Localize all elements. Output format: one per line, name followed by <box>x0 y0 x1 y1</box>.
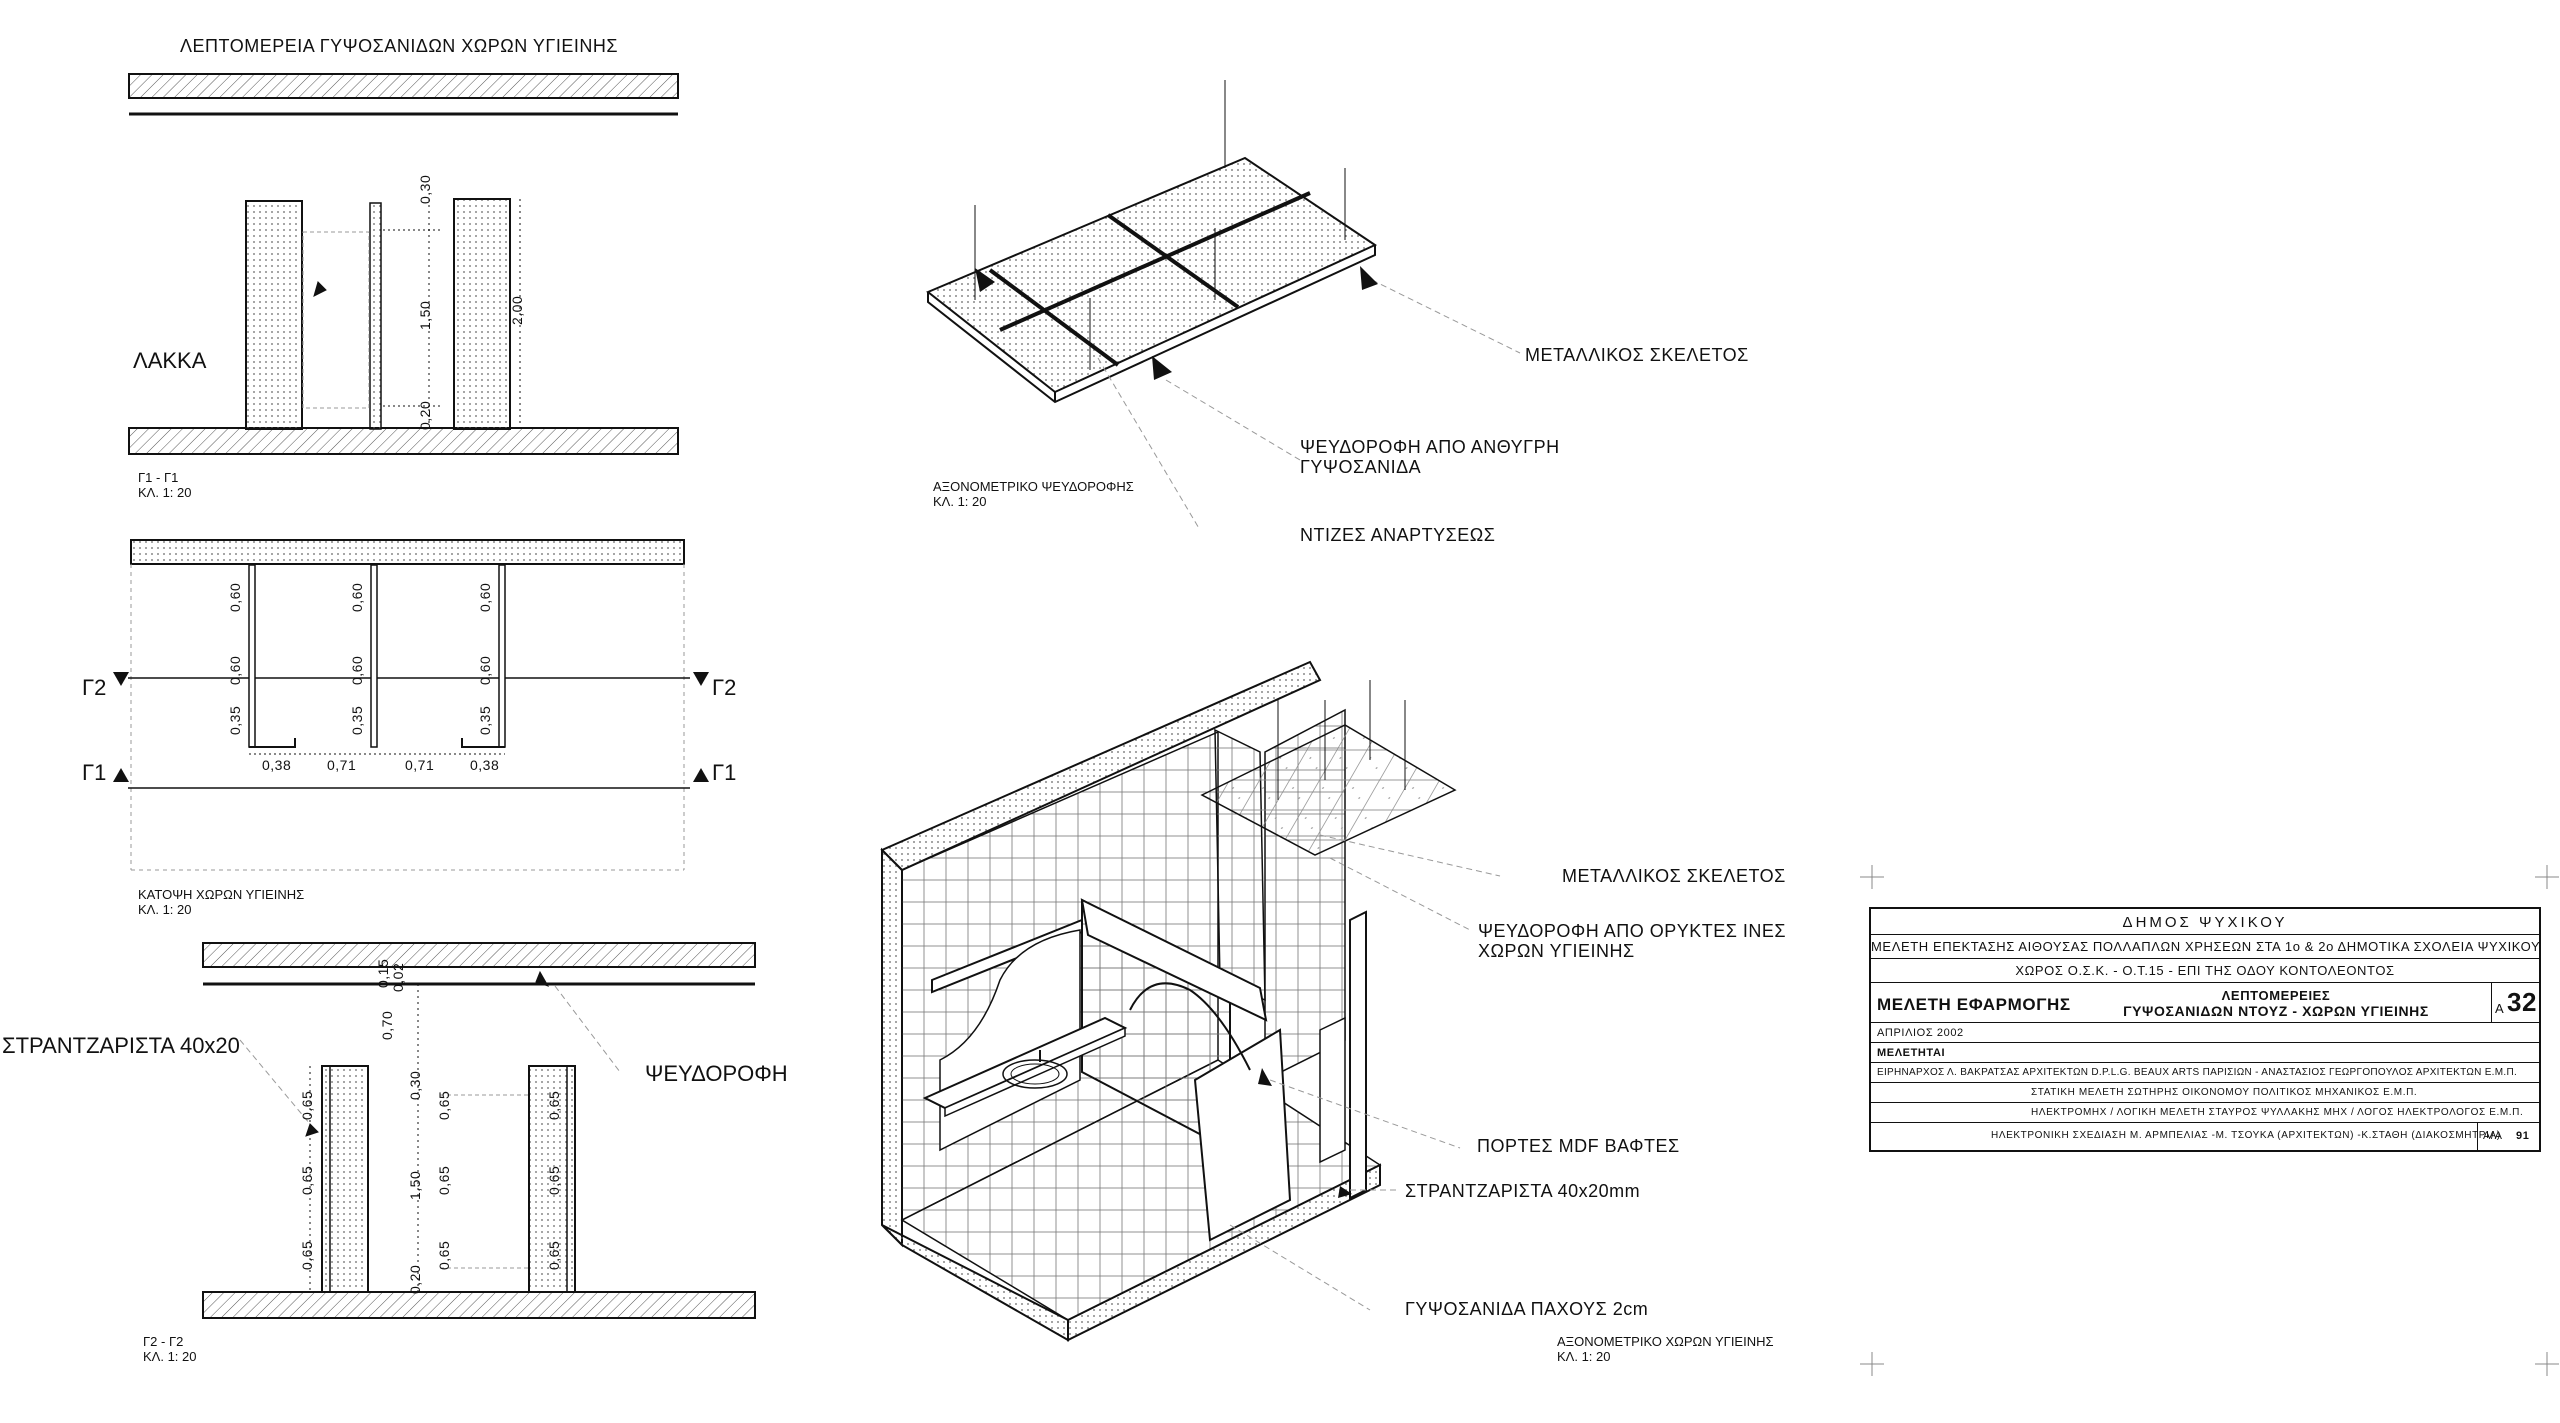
plan-caption: ΚΑΤΟΨΗ ΧΩΡΩΝ ΥΓΙΕΙΝΗΣ <box>138 887 305 902</box>
plan-section-markers <box>113 672 709 782</box>
dim-label: 1,50 <box>417 300 433 330</box>
dim-label: 0,35 <box>349 705 365 735</box>
dim-label: 0,60 <box>477 655 493 685</box>
tb-row-designers-header: ΜΕΛΕΤΗΤΑΙ <box>1871 1043 2539 1063</box>
dim-label: 0,65 <box>436 1090 452 1120</box>
dim-label: 0,20 <box>417 400 433 430</box>
label-gypsum-board: ΓΥΨΟΣΑΝΙΔΑ ΠΑΧΟΥΣ 2cm <box>1405 1299 1649 1319</box>
section-g1-scale: ΚΛ. 1: 20 <box>138 485 192 500</box>
label-moisture-gypsum-ceiling-1: ΨΕΥΔΟΡΟΦΗ ΑΠΟ ΑΝΘΥΓΡΗ <box>1300 437 1560 457</box>
section-g2-linework <box>202 942 756 1319</box>
dim-label: 0,65 <box>299 1165 315 1195</box>
tb-divider <box>2491 983 2492 1023</box>
axo-room-linework <box>880 660 1501 1342</box>
section-g1-linework <box>128 73 679 455</box>
location: ΧΩΡΟΣ Ο.Σ.Κ. - Ο.Τ.15 - ΕΠΙ ΤΗΣ ΟΔΟΥ ΚΟΝ… <box>2015 963 2395 978</box>
dim-label: 0,38 <box>470 757 500 773</box>
designers-line1: ΕΙΡΗΝΑΡΧΟΣ Λ. ΒΑΚΡΑΤΣΑΣ ΑΡΧΙΤΕΚΤΩΝ D.P.L… <box>1877 1067 2518 1078</box>
title-block: ΔΗΜΟΣ ΨΥΧΙΚΟΥ ΜΕΛΕΤΗ ΕΠΕΚΤΑΣΗΣ ΑΙΘΟΥΣΑΣ … <box>1869 907 2541 1152</box>
dim-label: 0,30 <box>417 174 433 204</box>
dim-label: 0,70 <box>379 1010 395 1040</box>
dim-label: 0,60 <box>477 582 493 612</box>
tb-row-designers-4: ΗΛΕΚΤΡΟΝΙΚΗ ΣΧΕΔΙΑΣΗ Μ. ΑΡΜΠΕΛΙΑΣ -Μ. ΤΣ… <box>1871 1123 2539 1150</box>
tb-divider <box>2477 1123 2478 1150</box>
dim-label: 0,65 <box>546 1090 562 1120</box>
tb-row-designers-3: ΗΛΕΚΤΡΟΜΗΧ / ΛΟΓΙΚΗ ΜΕΛΕΤΗ ΣΤΑΥΡΟΣ ΨΥΛΛΑ… <box>1871 1103 2539 1123</box>
dim-label: 0,60 <box>349 655 365 685</box>
tb-row-designers-1: ΕΙΡΗΝΑΡΧΟΣ Λ. ΒΑΚΡΑΤΣΑΣ ΑΡΧΙΤΕΚΤΩΝ D.P.L… <box>1871 1063 2539 1083</box>
section-g2-caption: Γ2 - Γ2 <box>143 1334 184 1349</box>
label-hanging-rods: ΝΤΙΖΕΣ ΑΝΑΡΤΥΣΕΩΣ <box>1300 525 1496 545</box>
dim-label: 0,60 <box>349 582 365 612</box>
dim-label: 0,71 <box>327 757 357 773</box>
axo-room-arrows <box>1258 1068 1352 1198</box>
tb-row-location: ΧΩΡΟΣ Ο.Σ.Κ. - Ο.Τ.15 - ΕΠΙ ΤΗΣ ΟΔΟΥ ΚΟΝ… <box>1871 959 2539 983</box>
plan-marker-g1-right: Γ1 <box>712 760 737 785</box>
sheet-prefix: Α <box>2495 1001 2505 1016</box>
subject-line2: ΓΥΨΟΣΑΝΙΔΩΝ ΝΤΟΥΖ - ΧΩΡΩΝ ΥΓΙΕΙΝΗΣ <box>2123 1003 2429 1019</box>
dim-label: 0,02 <box>390 962 406 992</box>
dim-label: 0,65 <box>299 1240 315 1270</box>
designers-line4: ΗΛΕΚΤΡΟΝΙΚΗ ΣΧΕΔΙΑΣΗ Μ. ΑΡΜΠΕΛΙΑΣ -Μ. ΤΣ… <box>1991 1130 2501 1141</box>
tb-row-designers-2: ΣΤΑΤΙΚΗ ΜΕΛΕΤΗ ΣΩΤΗΡΗΣ ΟΙΚΟΝΟΜΟΥ ΠΟΛΙΤΙΚ… <box>1871 1083 2539 1103</box>
designers-line3: ΗΛΕΚΤΡΟΜΗΧ / ΛΟΓΙΚΗ ΜΕΛΕΤΗ ΣΤΑΥΡΟΣ ΨΥΛΛΑ… <box>2031 1107 2524 1118</box>
plan-marker-g1-left: Γ1 <box>82 760 107 785</box>
axo-ceiling-linework <box>926 80 1521 531</box>
section-g1-caption: Γ1 - Γ1 <box>138 470 179 485</box>
drawing-title: ΛΕΠΤΟΜΕΡΕΙΑ ΓΥΨΟΣΑΝΙΔΩΝ ΧΩΡΩΝ ΥΓΙΕΙΝΗΣ <box>180 36 618 56</box>
sheet-number: 32 <box>2507 987 2538 1017</box>
label-mdf-doors: ΠΟΡΤΕΣ MDF ΒΑΦΤΕΣ <box>1477 1136 1680 1156</box>
axo-room-scale: ΚΛ. 1: 20 <box>1557 1349 1611 1364</box>
aa-number: 91 <box>2516 1130 2530 1142</box>
project-title: ΜΕΛΕΤΗ ΕΠΕΚΤΑΣΗΣ ΑΙΘΟΥΣΑΣ ΠΟΛΛΑΠΛΩΝ ΧΡΗΣ… <box>1871 939 2541 954</box>
dim-label: 0,15 <box>375 958 391 988</box>
label-mineral-fiber-ceiling-2: ΧΩΡΩΝ ΥΓΙΕΙΝΗΣ <box>1478 941 1635 961</box>
tb-row-study: ΜΕΛΕΤΗ ΕΦΑΡΜΟΓΗΣ ΛΕΠΤΟΜΕΡΕΙΕΣ ΓΥΨΟΣΑΝΙΔΩ… <box>1871 983 2539 1023</box>
study-type: ΜΕΛΕΤΗ ΕΦΑΡΜΟΓΗΣ <box>1877 995 2071 1014</box>
label-strantzarista: ΣΤΡΑΝΤΖΑΡΙΣΤΑ 40x20 <box>2 1033 240 1058</box>
designers-header: ΜΕΛΕΤΗΤΑΙ <box>1877 1047 1946 1059</box>
dim-label: 0,60 <box>227 655 243 685</box>
dim-label: 0,35 <box>227 705 243 735</box>
axo-room-caption: ΑΞΟΝΟΜΕΤΡΙΚΟ ΧΩΡΩΝ ΥΓΙΕΙΝΗΣ <box>1557 1334 1774 1349</box>
dim-label: 0,65 <box>299 1090 315 1120</box>
label-moisture-gypsum-ceiling-2: ΓΥΨΟΣΑΝΙΔΑ <box>1300 457 1422 477</box>
dim-label: 0,71 <box>405 757 435 773</box>
axo-ceiling-scale: ΚΛ. 1: 20 <box>933 494 987 509</box>
dim-label: 0,38 <box>262 757 292 773</box>
designers-line2: ΣΤΑΤΙΚΗ ΜΕΛΕΤΗ ΣΩΤΗΡΗΣ ΟΙΚΟΝΟΜΟΥ ΠΟΛΙΤΙΚ… <box>2031 1087 2418 1098</box>
label-lakka: ΛΑΚΚΑ <box>133 348 207 373</box>
dim-label: 0,30 <box>407 1070 423 1100</box>
axo-ceiling-caption: ΑΞΟΝΟΜΕΤΡΙΚΟ ΨΕΥΔΟΡΟΦΗΣ <box>933 479 1134 494</box>
label-strantzarista-room: ΣΤΡΑΝΤΖΑΡΙΣΤΑ 40x20mm <box>1405 1181 1641 1201</box>
plan-scale: ΚΛ. 1: 20 <box>138 902 192 917</box>
dim-label: 0,20 <box>407 1264 423 1294</box>
dim-label: 0,60 <box>227 582 243 612</box>
dim-label: 2,00 <box>509 295 525 325</box>
plan-linework <box>128 539 690 871</box>
tb-row-project: ΜΕΛΕΤΗ ΕΠΕΚΤΑΣΗΣ ΑΙΘΟΥΣΑΣ ΠΟΛΛΑΠΛΩΝ ΧΡΗΣ… <box>1871 935 2541 959</box>
dim-label: 0,35 <box>477 705 493 735</box>
aa-label: Α/Α <box>2483 1130 2503 1142</box>
registration-marks <box>1860 865 2559 1376</box>
dim-label: 1,50 <box>407 1170 423 1200</box>
tb-row-municipality: ΔΗΜΟΣ ΨΥΧΙΚΟΥ <box>1871 909 2539 935</box>
dim-label: 0,65 <box>436 1240 452 1270</box>
plan-marker-g2-right: Γ2 <box>712 675 737 700</box>
municipality: ΔΗΜΟΣ ΨΥΧΙΚΟΥ <box>2122 914 2288 931</box>
label-psevdorofi: ΨΕΥΔΟΡΟΦΗ <box>645 1061 788 1086</box>
dim-label: 0,65 <box>546 1240 562 1270</box>
date: ΑΠΡΙΛΙΟΣ 2002 <box>1877 1027 1964 1039</box>
subject-line1: ΛΕΠΤΟΜΕΡΕΙΕΣ <box>2221 988 2331 1003</box>
label-metallic-frame-top: ΜΕΤΑΛΛΙΚΟΣ ΣΚΕΛΕΤΟΣ <box>1525 345 1749 365</box>
dim-label: 0,65 <box>436 1165 452 1195</box>
dim-label: 0,65 <box>546 1165 562 1195</box>
tb-row-date: ΑΠΡΙΛΙΟΣ 2002 <box>1871 1023 2539 1043</box>
label-metallic-frame-room: ΜΕΤΑΛΛΙΚΟΣ ΣΚΕΛΕΤΟΣ <box>1562 866 1786 886</box>
plan-marker-g2-left: Γ2 <box>82 675 107 700</box>
section-g2-scale: ΚΛ. 1: 20 <box>143 1349 197 1364</box>
axo-ceiling-arrows <box>975 266 1378 380</box>
label-mineral-fiber-ceiling-1: ΨΕΥΔΟΡΟΦΗ ΑΠΟ ΟΡΥΚΤΕΣ ΙΝΕΣ <box>1478 921 1787 941</box>
